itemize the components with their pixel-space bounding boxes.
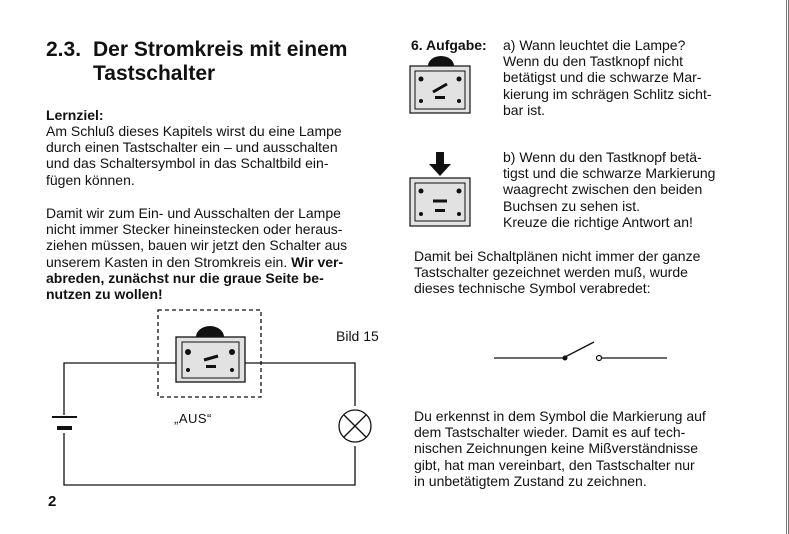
section-title-line2: Tastschalter <box>93 62 216 85</box>
conclusion-paragraph: Du erkennst in dem Symbol die Markierung… <box>414 408 706 489</box>
marking-diagonal <box>432 82 448 94</box>
switch-state-label: „AUS“ <box>174 411 212 426</box>
switch-knob <box>196 326 224 337</box>
lamp-symbol <box>338 409 372 443</box>
press-arrow-icon <box>429 152 451 176</box>
figure-caption: Bild 15 <box>336 328 379 344</box>
question-a: a) Wann leuchtet die Lampe? Wenn du den … <box>503 37 712 118</box>
symbol-explanation: Damit bei Schaltplänen nicht immer der g… <box>414 248 701 297</box>
section-title-line1: Der Stromkreis mit einem <box>93 38 348 61</box>
switch-marking <box>203 354 219 362</box>
section-number: 2.3. <box>46 38 82 61</box>
switch-dashed-frame <box>157 309 262 398</box>
intro-bold-text: Wir ver- abreden, zunächst nur die graue… <box>46 253 344 303</box>
question-b: b) Wenn du den Tastknopf betä- tigst und… <box>503 149 716 230</box>
intro-paragraph: Damit wir zum Ein- und Ausschalten der L… <box>46 205 396 302</box>
wire-bottom <box>63 433 356 486</box>
wire-right-top <box>245 362 356 406</box>
lernziel-text: Am Schluß dieses Kapitels wirst du eine … <box>46 123 342 188</box>
task-label: 6. Aufgabe: <box>411 37 487 53</box>
page-number: 2 <box>48 493 57 510</box>
lernziel-label: Lernziel: <box>46 107 104 123</box>
intro-text: Damit wir zum Ein- und Ausschalten der L… <box>46 205 348 270</box>
wire-left-top <box>63 362 176 415</box>
